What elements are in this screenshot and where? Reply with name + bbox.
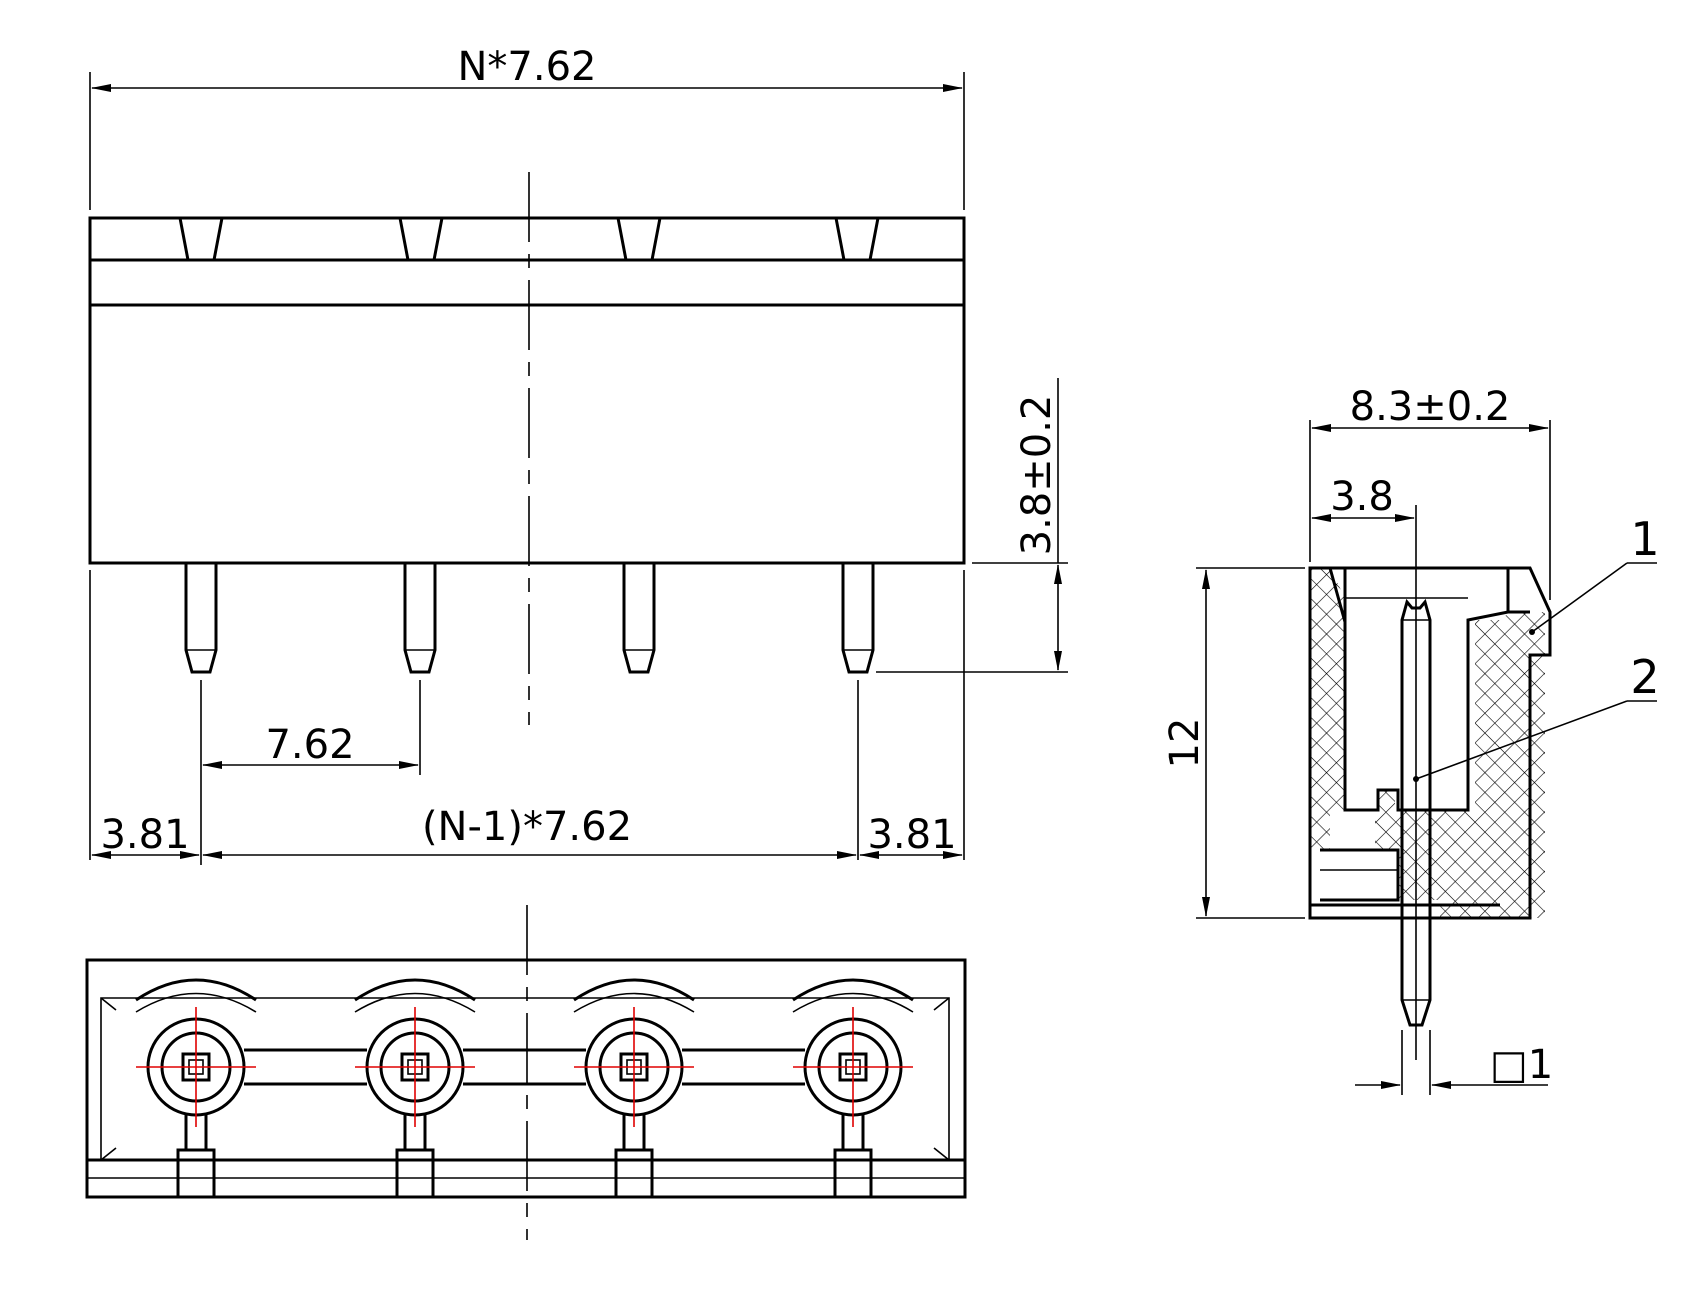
callout-pin-number: 2 [1630, 650, 1659, 704]
side-width-label: 8.3±0.2 [1350, 384, 1511, 430]
dim-overall-length: N*7.62 [89, 44, 965, 210]
callout-housing-number: 1 [1630, 512, 1659, 566]
side-offset-label: 3.8 [1330, 474, 1394, 520]
top-notches [178, 217, 880, 261]
dim-bottom-row: 3.81 (N-1)*7.62 3.81 [89, 570, 965, 860]
dim-pin-length: 3.8±0.2 [876, 378, 1068, 673]
side-view [1308, 505, 1552, 1060]
contact-2 [354, 978, 476, 1199]
dim-pin-pitch: 7.62 [200, 680, 421, 865]
pin-square-label: □1 [1490, 1042, 1553, 1088]
dim-pin-square: □1 [1355, 1030, 1553, 1095]
housing-outline [88, 216, 966, 565]
overall-length-label: N*7.62 [458, 44, 597, 90]
contact-3 [573, 978, 695, 1199]
dim-side-width: 8.3±0.2 [1309, 384, 1551, 600]
pin-span-label: (N-1)*7.62 [422, 804, 632, 850]
height-label: 12 [1162, 718, 1208, 769]
pin-length-label: 3.8±0.2 [1014, 395, 1060, 556]
bottom-view [85, 905, 967, 1240]
side-housing-outline [1308, 566, 1552, 920]
dim-side-offset: 3.8 [1311, 474, 1415, 522]
end-offset-right-label: 3.81 [867, 812, 956, 858]
callout-housing: 1 [1529, 512, 1660, 635]
pin-pitch-label: 7.62 [265, 722, 354, 768]
contact-4 [792, 978, 914, 1199]
front-view [88, 172, 966, 725]
contact-1 [135, 978, 257, 1199]
dim-height: 12 [1162, 567, 1305, 919]
end-offset-left-label: 3.81 [100, 812, 189, 858]
pins-front [184, 563, 875, 674]
callout-pin: 2 [1415, 650, 1660, 780]
bottom-outline [85, 958, 967, 1199]
